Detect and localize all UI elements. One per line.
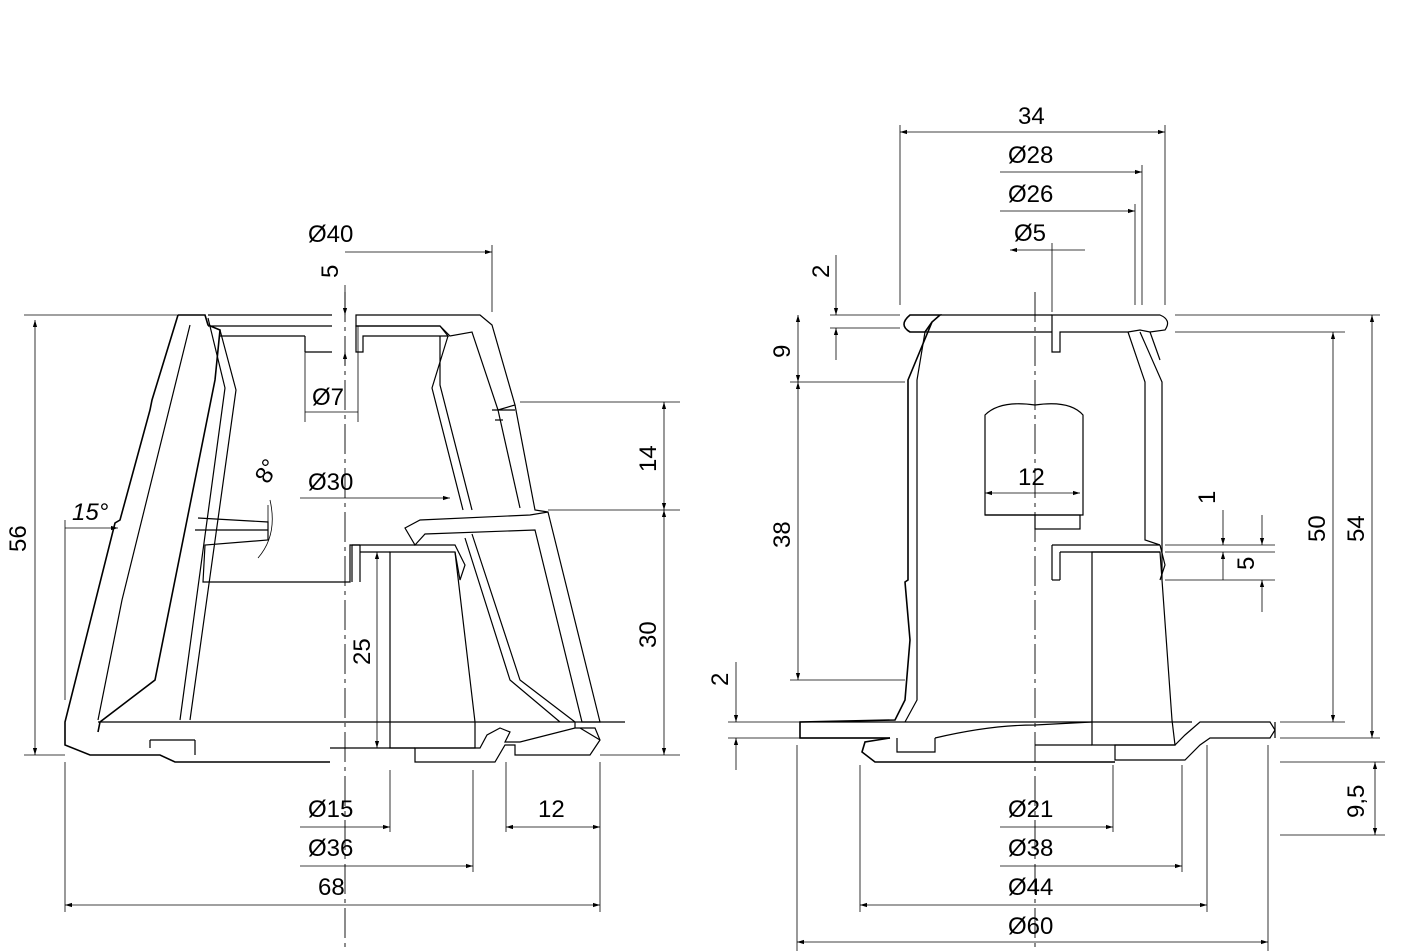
dim-left-68: 68 <box>318 874 345 901</box>
dim-right-2-top: 2 <box>808 265 835 278</box>
right-dimension-texts: 34 Ø28 Ø26 Ø5 2 9 38 12 1 5 50 54 2 Ø21 … <box>707 103 1370 940</box>
left-view: Ø40 5 Ø7 8° Ø30 15° 56 14 30 25 Ø15 Ø36 … <box>5 221 680 951</box>
left-dimension-texts: Ø40 5 Ø7 8° Ø30 15° 56 14 30 25 Ø15 Ø36 … <box>5 221 662 901</box>
dim-right-38: 38 <box>769 521 796 548</box>
right-part-outline <box>799 314 1276 763</box>
dim-right-2-bottom: 2 <box>707 673 734 686</box>
dim-left-d40: Ø40 <box>308 221 353 248</box>
dim-left-d7: Ø7 <box>312 384 344 411</box>
dim-left-56: 56 <box>5 525 32 552</box>
dim-right-1: 1 <box>1194 491 1221 504</box>
dim-right-12: 12 <box>1018 464 1045 491</box>
dim-right-d26: Ø26 <box>1008 181 1053 208</box>
dim-right-d5: Ø5 <box>1014 220 1046 247</box>
dim-right-5: 5 <box>1233 557 1260 570</box>
left-dimension-lines <box>24 245 680 912</box>
dim-right-9: 9 <box>769 345 796 358</box>
right-dimension-lines <box>728 125 1385 951</box>
dim-left-12: 12 <box>538 796 565 823</box>
dim-left-14: 14 <box>635 445 662 472</box>
dim-left-d36: Ø36 <box>308 835 353 862</box>
dim-right-9-5: 9,5 <box>1343 785 1370 818</box>
dim-right-d21: Ø21 <box>1008 796 1053 823</box>
dim-left-8deg: 8° <box>250 455 285 488</box>
right-view: 34 Ø28 Ø26 Ø5 2 9 38 12 1 5 50 54 2 Ø21 … <box>707 103 1385 951</box>
dim-right-d60: Ø60 <box>1008 913 1053 940</box>
dim-right-d38: Ø38 <box>1008 835 1053 862</box>
dim-right-50: 50 <box>1304 515 1331 542</box>
dim-right-34: 34 <box>1018 103 1045 130</box>
dim-left-30: 30 <box>635 621 662 648</box>
left-part-outline <box>64 314 625 763</box>
dim-left-d15: Ø15 <box>308 796 353 823</box>
dim-right-54: 54 <box>1343 515 1370 542</box>
dim-left-25: 25 <box>349 638 376 665</box>
dim-left-5: 5 <box>317 265 344 278</box>
dim-left-d30: Ø30 <box>308 469 353 496</box>
dim-right-d44: Ø44 <box>1008 874 1053 901</box>
dim-right-d28: Ø28 <box>1008 142 1053 169</box>
dim-left-15deg: 15° <box>72 499 109 526</box>
